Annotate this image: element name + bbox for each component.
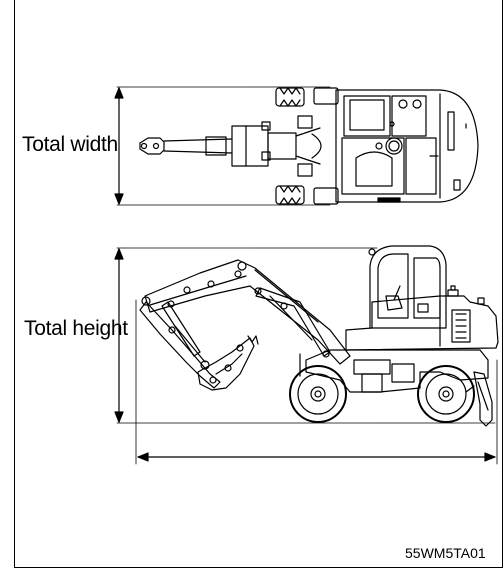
side-wheels (289, 365, 475, 423)
side-view (114, 245, 499, 465)
width-dimension-arrow (114, 87, 124, 205)
side-bucket (197, 335, 259, 391)
top-wheels (275, 87, 339, 205)
total-width-label: Total width (22, 133, 118, 156)
rear-wheel (417, 365, 475, 423)
top-upper-structure (335, 89, 479, 203)
figure-frame (14, 0, 503, 568)
front-wheel (289, 365, 347, 423)
side-arm (139, 301, 221, 389)
figure-code-label: 55WM5TA01 (405, 545, 486, 561)
length-dimension-arrow (135, 299, 498, 465)
height-dimension-arrow (114, 248, 124, 423)
side-cylinders (161, 287, 331, 363)
dozer-blade (465, 371, 493, 427)
total-height-label: Total height (24, 317, 128, 340)
top-boom (139, 115, 322, 177)
side-boom (141, 259, 351, 365)
side-cab (368, 245, 447, 329)
top-view (114, 86, 479, 206)
